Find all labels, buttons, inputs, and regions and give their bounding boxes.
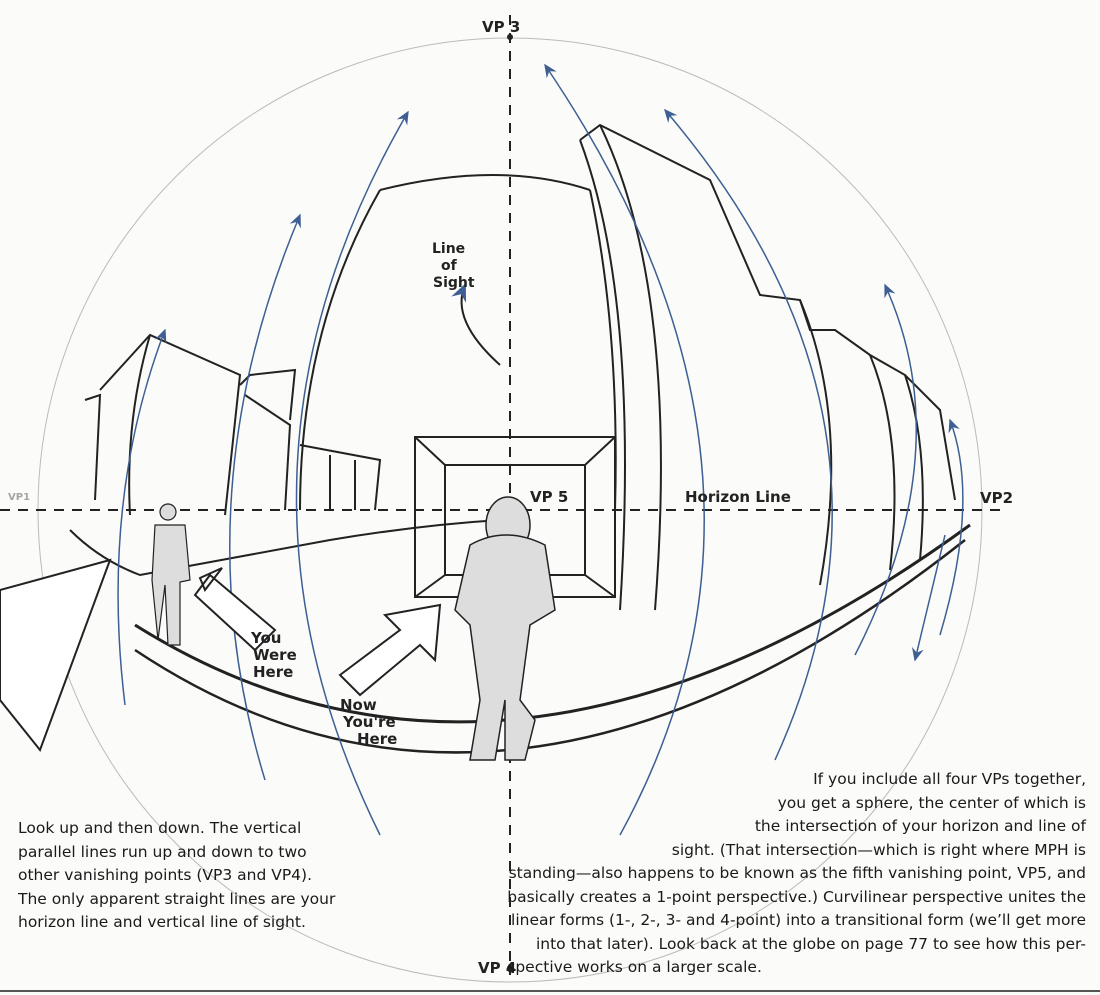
now-youre-here-label-3: Here [357, 730, 397, 748]
caption-line: Look up and then down. The vertical [18, 819, 302, 837]
caption-line: horizon line and vertical line of sight. [18, 913, 306, 931]
caption-line: If you include all four VPs together, [813, 770, 1086, 788]
caption-line: basically creates a 1-point perspective.… [507, 887, 1086, 906]
now-youre-here-label-1: Now [340, 696, 377, 714]
caption-line: the intersection of your horizon and lin… [754, 817, 1086, 835]
buildings-left [84, 333, 382, 516]
caption-line: into that later). Look back at the globe… [535, 934, 1086, 953]
vp4-dot [507, 965, 513, 971]
line-of-sight-label-2: of [441, 258, 458, 274]
caption-line: spective works on a larger scale. [507, 958, 762, 976]
page-bottom-rule [0, 990, 1100, 992]
caption-line: other vanishing points (VP3 and VP4). [18, 866, 313, 884]
ground-curve-outer [134, 539, 966, 754]
cropped-arrow [0, 558, 112, 753]
mph-character-near [454, 496, 556, 761]
sidewalk [69, 519, 501, 577]
caption-left: Look up and then down. The vertical para… [18, 817, 335, 935]
you-were-here-arrow [193, 567, 277, 652]
now-youre-here-arrow [338, 603, 442, 697]
vertical-arrows [117, 63, 964, 836]
caption-line: parallel lines run up and down to two [18, 842, 307, 861]
vp3-dot [507, 34, 513, 40]
horizon-label: Horizon Line [685, 488, 791, 506]
caption-line: you get a sphere, the center of which is [777, 793, 1086, 812]
caption-right: If you include all four VPs together, yo… [507, 768, 1086, 980]
line-of-sight-label-3: Sight [433, 275, 475, 291]
buildings-right [579, 123, 956, 611]
you-were-here-label-3: Here [253, 663, 293, 681]
now-youre-here-label-2: You're [342, 713, 396, 731]
mph-character-far [151, 503, 191, 646]
line-of-sight-label-1: Line [432, 241, 465, 257]
vp3-label: VP 3 [482, 18, 520, 36]
you-were-here-label-1: You [250, 629, 281, 647]
vp4-label: VP 4 [478, 959, 516, 977]
you-were-here-label-2: Were [253, 646, 297, 664]
caption-line: sight. (That intersection—which is right… [671, 840, 1086, 859]
vp2-label: VP2 [980, 489, 1013, 507]
vp1-label: VP1 [8, 492, 30, 503]
caption-line: linear forms (1-, 2-, 3- and 4-point) in… [511, 911, 1086, 929]
caption-line: The only apparent straight lines are you… [18, 889, 336, 908]
caption-line: standing—also happens to be known as the… [508, 864, 1086, 882]
vp5-label: VP 5 [530, 488, 568, 506]
